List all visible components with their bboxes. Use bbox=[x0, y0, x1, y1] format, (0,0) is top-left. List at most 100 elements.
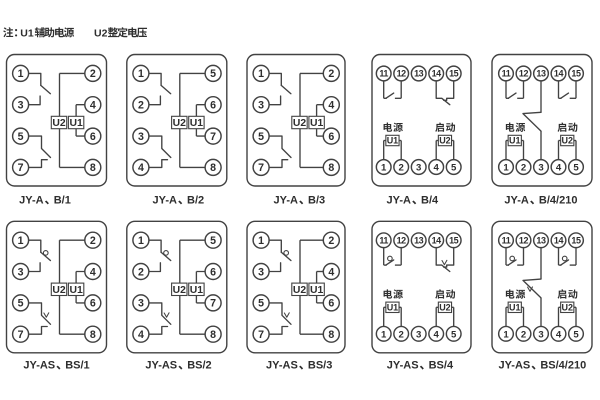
svg-text:U1: U1 bbox=[387, 136, 399, 146]
svg-text:2: 2 bbox=[328, 235, 334, 247]
svg-text:6: 6 bbox=[210, 100, 216, 112]
svg-text:1: 1 bbox=[258, 235, 264, 247]
svg-text:3: 3 bbox=[258, 100, 264, 112]
svg-text:BS/4/210: BS/4/210 bbox=[540, 360, 586, 372]
svg-text:15: 15 bbox=[449, 69, 459, 79]
svg-text:2: 2 bbox=[90, 68, 96, 80]
svg-text:3: 3 bbox=[416, 329, 421, 340]
svg-text:6: 6 bbox=[328, 131, 334, 143]
svg-text:7: 7 bbox=[258, 162, 264, 174]
svg-text:4: 4 bbox=[328, 266, 334, 278]
svg-text:14: 14 bbox=[432, 69, 442, 79]
svg-text:B/4: B/4 bbox=[421, 195, 439, 207]
svg-text:U1: U1 bbox=[69, 118, 83, 129]
svg-text:U1: U1 bbox=[190, 285, 204, 296]
svg-text:4: 4 bbox=[90, 100, 96, 112]
svg-text:15: 15 bbox=[571, 69, 581, 79]
svg-text:JY-AS: JY-AS bbox=[145, 360, 177, 372]
svg-text:JY-AS: JY-AS bbox=[266, 360, 298, 372]
svg-text:U1: U1 bbox=[387, 303, 399, 313]
svg-text:JY-A: JY-A bbox=[19, 195, 44, 207]
svg-text:U2: U2 bbox=[173, 118, 187, 129]
svg-text:U2: U2 bbox=[94, 27, 108, 39]
svg-text:B/1: B/1 bbox=[54, 195, 71, 207]
svg-text:8: 8 bbox=[328, 329, 334, 341]
svg-text:1: 1 bbox=[381, 329, 387, 340]
svg-text:11: 11 bbox=[502, 69, 511, 79]
svg-text:2: 2 bbox=[399, 162, 404, 173]
svg-text:8: 8 bbox=[90, 329, 96, 341]
svg-text:U2: U2 bbox=[561, 136, 573, 146]
svg-text:2: 2 bbox=[521, 329, 526, 340]
svg-text:1: 1 bbox=[18, 235, 24, 247]
svg-text:BS/3: BS/3 bbox=[308, 360, 332, 372]
svg-text:B/4/210: B/4/210 bbox=[539, 195, 578, 207]
svg-text:7: 7 bbox=[258, 329, 264, 341]
svg-text:2: 2 bbox=[90, 235, 96, 247]
svg-text:5: 5 bbox=[573, 162, 579, 173]
svg-text:U1: U1 bbox=[190, 118, 204, 129]
svg-text:14: 14 bbox=[554, 69, 564, 79]
svg-text:7: 7 bbox=[18, 162, 24, 174]
svg-text:4: 4 bbox=[556, 329, 562, 340]
svg-text:4: 4 bbox=[328, 100, 334, 112]
svg-text:5: 5 bbox=[210, 68, 216, 80]
svg-text:U2: U2 bbox=[52, 285, 66, 296]
svg-text:U2: U2 bbox=[293, 285, 307, 296]
svg-text:5: 5 bbox=[573, 329, 579, 340]
svg-text:U1: U1 bbox=[509, 303, 521, 313]
svg-text:1: 1 bbox=[18, 68, 24, 80]
svg-text:11: 11 bbox=[379, 69, 388, 79]
svg-text:JY-AS: JY-AS bbox=[498, 360, 530, 372]
svg-text:5: 5 bbox=[18, 131, 24, 143]
svg-text:U2: U2 bbox=[52, 118, 66, 129]
svg-text:3: 3 bbox=[18, 100, 24, 112]
svg-text:3: 3 bbox=[138, 131, 144, 143]
svg-text:3: 3 bbox=[538, 162, 543, 173]
svg-text:1: 1 bbox=[138, 235, 144, 247]
svg-text:JY-A: JY-A bbox=[273, 195, 298, 207]
svg-text:12: 12 bbox=[397, 236, 407, 246]
svg-text:JY-A: JY-A bbox=[504, 195, 529, 207]
svg-text:7: 7 bbox=[210, 131, 216, 143]
svg-text:3: 3 bbox=[138, 298, 144, 310]
svg-text:U2: U2 bbox=[293, 118, 307, 129]
svg-text:U1: U1 bbox=[310, 285, 324, 296]
svg-text:8: 8 bbox=[90, 162, 96, 174]
svg-text:13: 13 bbox=[414, 69, 424, 79]
svg-text:1: 1 bbox=[381, 162, 387, 173]
svg-text:4: 4 bbox=[138, 329, 144, 341]
svg-text:4: 4 bbox=[138, 162, 144, 174]
svg-text:13: 13 bbox=[536, 236, 546, 246]
svg-text:3: 3 bbox=[18, 266, 24, 278]
svg-text:U2: U2 bbox=[561, 303, 573, 313]
svg-text:B/3: B/3 bbox=[308, 195, 325, 207]
svg-text:8: 8 bbox=[210, 329, 216, 341]
svg-text:4: 4 bbox=[434, 329, 440, 340]
svg-text:BS/1: BS/1 bbox=[65, 360, 89, 372]
svg-text:1: 1 bbox=[503, 162, 509, 173]
svg-text:15: 15 bbox=[449, 236, 459, 246]
svg-text:U2: U2 bbox=[173, 285, 187, 296]
svg-text:7: 7 bbox=[210, 298, 216, 310]
svg-text:4: 4 bbox=[434, 162, 440, 173]
svg-text:U1: U1 bbox=[20, 27, 34, 39]
svg-text:13: 13 bbox=[536, 69, 546, 79]
svg-text:5: 5 bbox=[451, 162, 457, 173]
svg-text:5: 5 bbox=[451, 329, 457, 340]
svg-text:2: 2 bbox=[138, 100, 144, 112]
svg-text:2: 2 bbox=[138, 266, 144, 278]
svg-text:U1: U1 bbox=[509, 136, 521, 146]
svg-text:3: 3 bbox=[416, 162, 421, 173]
svg-text:BS/2: BS/2 bbox=[187, 360, 211, 372]
svg-text:1: 1 bbox=[138, 68, 144, 80]
svg-text:4: 4 bbox=[90, 266, 96, 278]
svg-text:13: 13 bbox=[414, 236, 424, 246]
svg-text:2: 2 bbox=[328, 68, 334, 80]
svg-text:1: 1 bbox=[258, 68, 264, 80]
svg-text:14: 14 bbox=[432, 236, 442, 246]
svg-text:7: 7 bbox=[18, 329, 24, 341]
svg-text:3: 3 bbox=[538, 329, 543, 340]
svg-text:U1: U1 bbox=[69, 285, 83, 296]
svg-text:14: 14 bbox=[554, 236, 564, 246]
